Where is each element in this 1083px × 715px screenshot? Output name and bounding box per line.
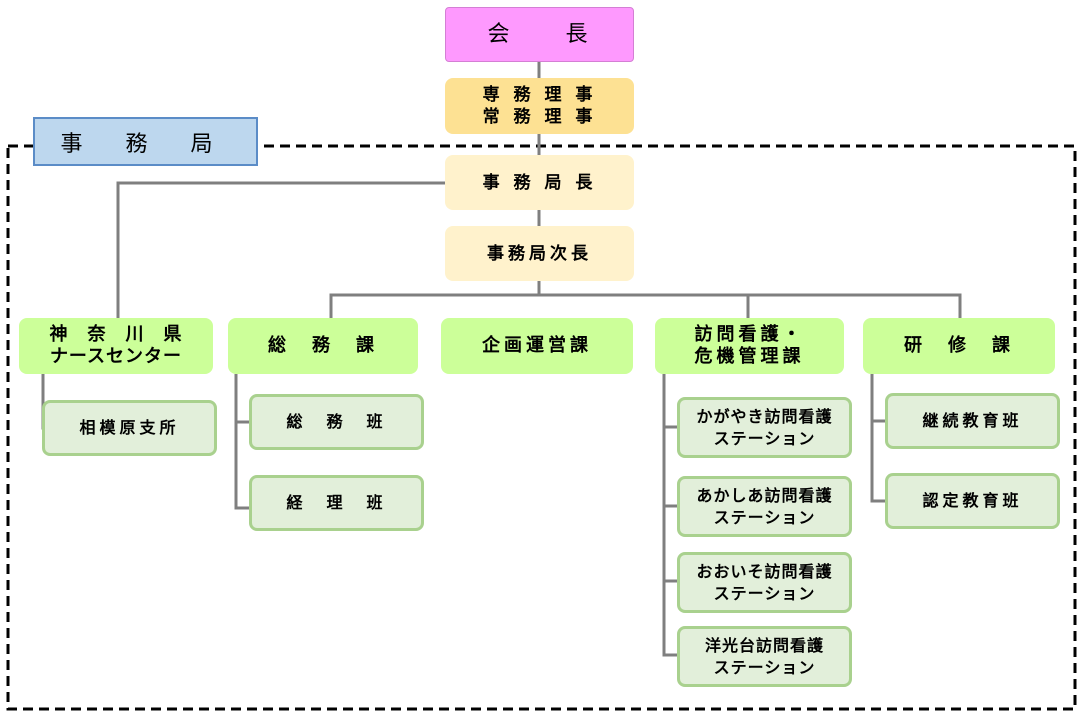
continuing-education-team-box: 継続教育班 (885, 393, 1060, 449)
bureau-deputy-box: 事務局次長 (445, 226, 634, 281)
certification-education-team-box: 認定教育班 (885, 473, 1060, 529)
accounting-team-box: 経 理 班 (249, 475, 424, 531)
chairman-box: 会 長 (445, 7, 634, 62)
nurse-center-box: 神 奈 川 県 ナースセンター (19, 318, 213, 374)
general-affairs-dept-box: 総 務 課 (228, 318, 418, 374)
home-nursing-dept-box: 訪問看護・ 危機管理課 (655, 318, 844, 374)
training-dept-box: 研 修 課 (863, 318, 1055, 374)
bureau-label: 事 務 局 (33, 117, 258, 166)
directors-box: 専 務 理 事 常 務 理 事 (445, 78, 634, 134)
yokodai-station-box: 洋光台訪問看護 ステーション (677, 626, 852, 687)
bureau-head-box: 事 務 局 長 (445, 155, 634, 210)
akashia-station-box: あかしあ訪問看護 ステーション (677, 476, 852, 537)
planning-dept-box: 企画運営課 (441, 318, 633, 374)
bureau-boundary (6, 144, 1077, 711)
ooiso-station-box: おおいそ訪問看護 ステーション (677, 552, 852, 613)
kagayaki-station-box: かがやき訪問看護 ステーション (677, 397, 852, 458)
sagami-branch-box: 相模原支所 (42, 400, 217, 456)
general-affairs-team-box: 総 務 班 (249, 394, 424, 450)
